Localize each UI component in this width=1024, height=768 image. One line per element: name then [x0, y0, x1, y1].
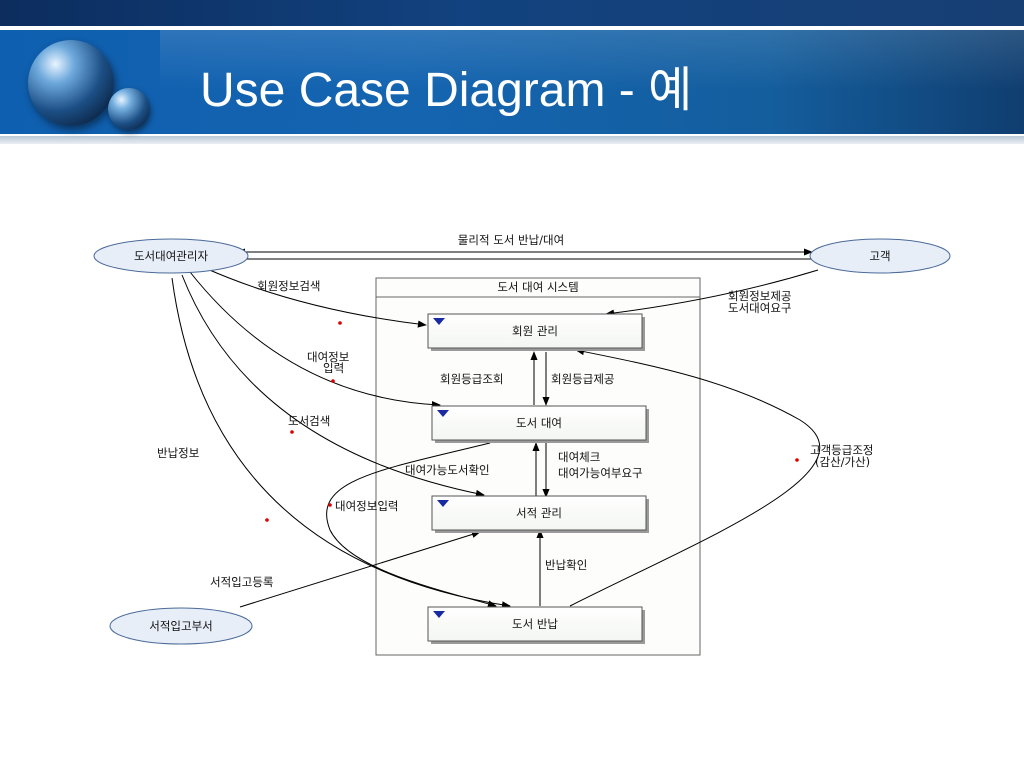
usecase-book-rental-label: 도서 대여	[516, 416, 562, 430]
label-member-provide-1: 회원정보제공	[728, 289, 791, 303]
usecase-book-mgmt-label: 서적 관리	[516, 506, 562, 520]
actor-intake-dept: 서적입고부서	[109, 607, 253, 645]
header-divider	[0, 136, 1024, 144]
label-rental-check-1: 대여체크	[558, 450, 600, 464]
label-rental-check-2: 대여가능여부요구	[558, 466, 643, 480]
usecase-book-mgmt: 서적 관리	[431, 495, 649, 533]
grade-adjust-edge	[569, 348, 821, 607]
label-intake-register: 서적입고등록	[210, 575, 273, 589]
slide-title: Use Case Diagram - 예	[200, 64, 693, 117]
collapse-triangle-icon	[437, 410, 449, 417]
collapse-triangle-icon	[437, 500, 449, 507]
actor-manager: 도서대여관리자	[93, 238, 249, 274]
label-rental-input-1: 대여정보	[307, 350, 349, 364]
label-grade-provide: 회원등급제공	[551, 372, 614, 386]
label-book-search: 도서검색	[288, 414, 330, 428]
globe-logo-icon	[28, 40, 114, 126]
member-search-edge	[204, 267, 427, 328]
label-member-provide-2: 도서대여요구	[728, 301, 791, 315]
actor-customer: 고객	[809, 238, 951, 274]
rental-input-edge	[189, 271, 441, 409]
title-band	[0, 30, 1024, 134]
label-rental-input-2: 입력	[323, 361, 344, 375]
collapse-triangle-icon	[433, 611, 445, 618]
label-rental-info-input: 대여정보입력	[335, 499, 398, 513]
header-top-bar	[0, 0, 1024, 26]
label-grade-adjust-2: (감산/가산)	[815, 455, 870, 469]
actor-intake-dept-label: 서적입고부서	[149, 619, 212, 633]
usecase-member-mgmt: 회원 관리	[427, 313, 645, 351]
label-grade-query: 회원등급조회	[440, 372, 503, 386]
edge-markers	[265, 321, 799, 522]
customer-to-member-edge	[605, 269, 819, 317]
actor-manager-label: 도서대여관리자	[134, 249, 208, 263]
relationships	[171, 248, 821, 609]
label-return-confirm: 반납확인	[545, 558, 587, 572]
available-check-edge	[326, 442, 497, 608]
usecase-member-mgmt-label: 회원 관리	[512, 324, 558, 338]
usecase-book-rental: 도서 대여	[431, 405, 649, 443]
usecase-book-return: 도서 반납	[427, 606, 645, 644]
label-physical-return: 물리적 도서 반납/대여	[458, 233, 564, 247]
intake-register-edge	[239, 530, 481, 608]
title-band-sheen	[160, 30, 1024, 90]
label-return-info: 반납정보	[157, 446, 199, 460]
collapse-triangle-icon	[433, 318, 445, 325]
return-info-edge	[171, 277, 511, 609]
usecase-book-return-label: 도서 반납	[512, 617, 558, 631]
book-search-edge	[181, 274, 485, 497]
label-member-search: 회원정보검색	[257, 279, 320, 293]
edge-labels: 물리적 도서 반납/대여 회원정보검색 회원정보제공 도서대여요구 대여정보 입…	[157, 233, 873, 589]
actor-customer-label: 고객	[869, 249, 890, 263]
system-title: 도서 대여 시스템	[497, 280, 578, 294]
label-available-check: 대여가능도서확인	[405, 463, 490, 477]
label-grade-adjust-1: 고객등급조정	[810, 443, 873, 457]
small-globe-logo-icon	[108, 88, 150, 130]
